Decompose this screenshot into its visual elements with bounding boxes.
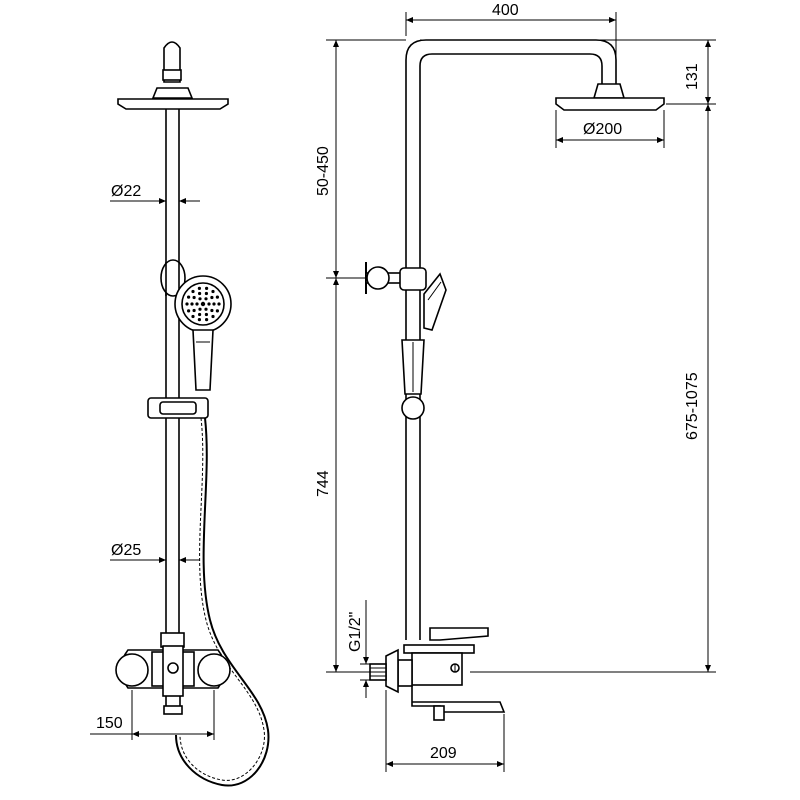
label-head-diameter: Ø200	[583, 121, 622, 138]
label-inlet-thread: G1/2"	[347, 612, 364, 652]
nozzle-dot	[198, 307, 202, 311]
nozzle-dot	[205, 286, 209, 290]
nozzle-dot	[198, 312, 202, 317]
nozzle-dot	[210, 308, 214, 313]
rain-shower-head	[117, 98, 229, 110]
nozzle-dot	[211, 314, 215, 319]
side-hand-shower	[423, 272, 447, 331]
label-spout-length: 209	[430, 745, 457, 762]
hand-shower-nozzles	[185, 286, 221, 322]
nozzle-dot	[197, 318, 201, 322]
spout-outlet	[163, 705, 183, 715]
right-wall-cover	[197, 653, 231, 687]
label-mixer-height: 744	[315, 470, 332, 497]
nozzle-dot	[187, 295, 191, 299]
nozzle-dot	[200, 301, 206, 307]
label-rail-adjust: 50-450	[315, 146, 332, 196]
head-connector	[151, 87, 194, 99]
front-view: Ø22 Ø25 150	[90, 41, 270, 787]
label-diameter-22: Ø22	[111, 183, 141, 200]
nozzle-dot	[191, 289, 195, 294]
side-rain-head	[555, 97, 665, 111]
nozzle-dot	[207, 302, 211, 306]
nozzle-dot	[204, 307, 208, 311]
arm-nut	[162, 69, 182, 81]
nozzle-dot	[204, 297, 208, 301]
nozzle-dot	[192, 308, 196, 313]
nozzle-dot	[215, 295, 219, 299]
nozzle-dot	[215, 309, 219, 313]
nozzle-dot	[190, 302, 194, 306]
nozzle-dot	[195, 302, 199, 306]
nozzle-dot	[211, 289, 215, 294]
side-slide-holder	[401, 396, 425, 420]
nozzle-dot	[191, 314, 195, 319]
side-eccentric	[397, 659, 413, 687]
shower-hose	[175, 417, 270, 787]
nozzle-dot	[217, 302, 221, 306]
diverter-top	[160, 632, 185, 648]
nozzle-dot	[187, 309, 191, 313]
nozzle-dot	[205, 318, 209, 322]
side-view: 400 131 Ø200 50-450 675-1075 744 G1/2"	[315, 2, 716, 772]
nozzle-dot	[198, 297, 202, 301]
side-mixer-lever	[429, 627, 489, 641]
label-width-400: 400	[492, 2, 519, 19]
label-head-height: 131	[684, 63, 701, 90]
nozzle-dot	[197, 286, 201, 290]
left-wall-cover	[115, 653, 149, 687]
label-total-height: 675-1075	[684, 372, 701, 440]
nozzle-dot	[204, 312, 208, 317]
label-diameter-25: Ø25	[111, 542, 141, 559]
nozzle-dot	[204, 291, 208, 296]
label-inlet-spacing: 150	[96, 715, 123, 732]
nozzle-dot	[198, 291, 202, 296]
side-mixer-cap	[403, 644, 475, 654]
side-head-connector	[592, 83, 626, 99]
side-spout	[411, 686, 506, 713]
nozzle-dot	[185, 302, 189, 306]
shower-arm-inner	[419, 53, 603, 640]
nozzle-dot	[192, 295, 196, 300]
nozzle-dot	[212, 302, 216, 306]
hand-shower-handle	[192, 329, 214, 391]
nozzle-dot	[210, 295, 214, 300]
side-hose-outlet	[433, 705, 445, 721]
